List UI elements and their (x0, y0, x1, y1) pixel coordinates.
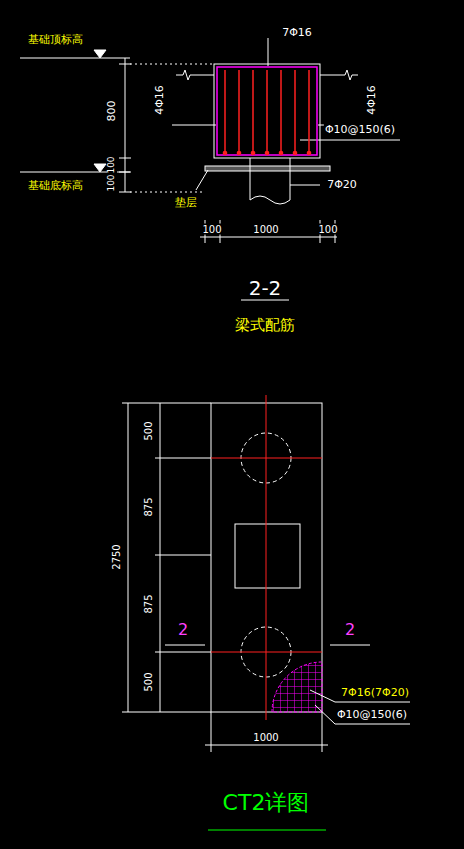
dimension: 800 (106, 100, 118, 123)
dimension: 875 (143, 593, 154, 614)
plan-axes (211, 395, 322, 720)
rebar-callout: 7Φ16 (281, 27, 313, 39)
rebar-callout: 4Φ16 (366, 84, 378, 116)
dimension: 875 (143, 496, 154, 517)
stirrup-callout: Φ10@150(6) (324, 124, 396, 136)
stirrup-callout: Φ10@150(6) (336, 709, 408, 721)
section-rebar (217, 67, 317, 155)
part-label: 垫层 (174, 197, 198, 209)
dimension: 500 (143, 671, 154, 692)
detail-title: CT2详图 (222, 791, 311, 815)
dimension: 100 (107, 173, 117, 192)
dimension: 1000 (252, 224, 279, 235)
dimension: 100 (317, 224, 338, 235)
section-subtitle: 梁式配筋 (234, 317, 296, 334)
section-mark: 2 (344, 621, 356, 639)
rebar-callout: 7Φ16(7Φ20) (340, 687, 410, 699)
section-title: 2-2 (248, 277, 283, 299)
rebar-callout: 4Φ16 (154, 84, 166, 116)
dimension: 1000 (252, 732, 279, 743)
section-view (20, 38, 400, 300)
section-mark: 2 (177, 621, 189, 639)
dimension: 2750 (111, 543, 122, 570)
rebar-callout: 7Φ20 (326, 179, 358, 191)
dimension: 100 (201, 224, 222, 235)
elevation-label: 基础底标高 (27, 180, 84, 192)
dimension: 100 (107, 155, 117, 174)
dimension: 500 (143, 420, 154, 441)
elevation-label: 基础顶标高 (27, 34, 84, 46)
